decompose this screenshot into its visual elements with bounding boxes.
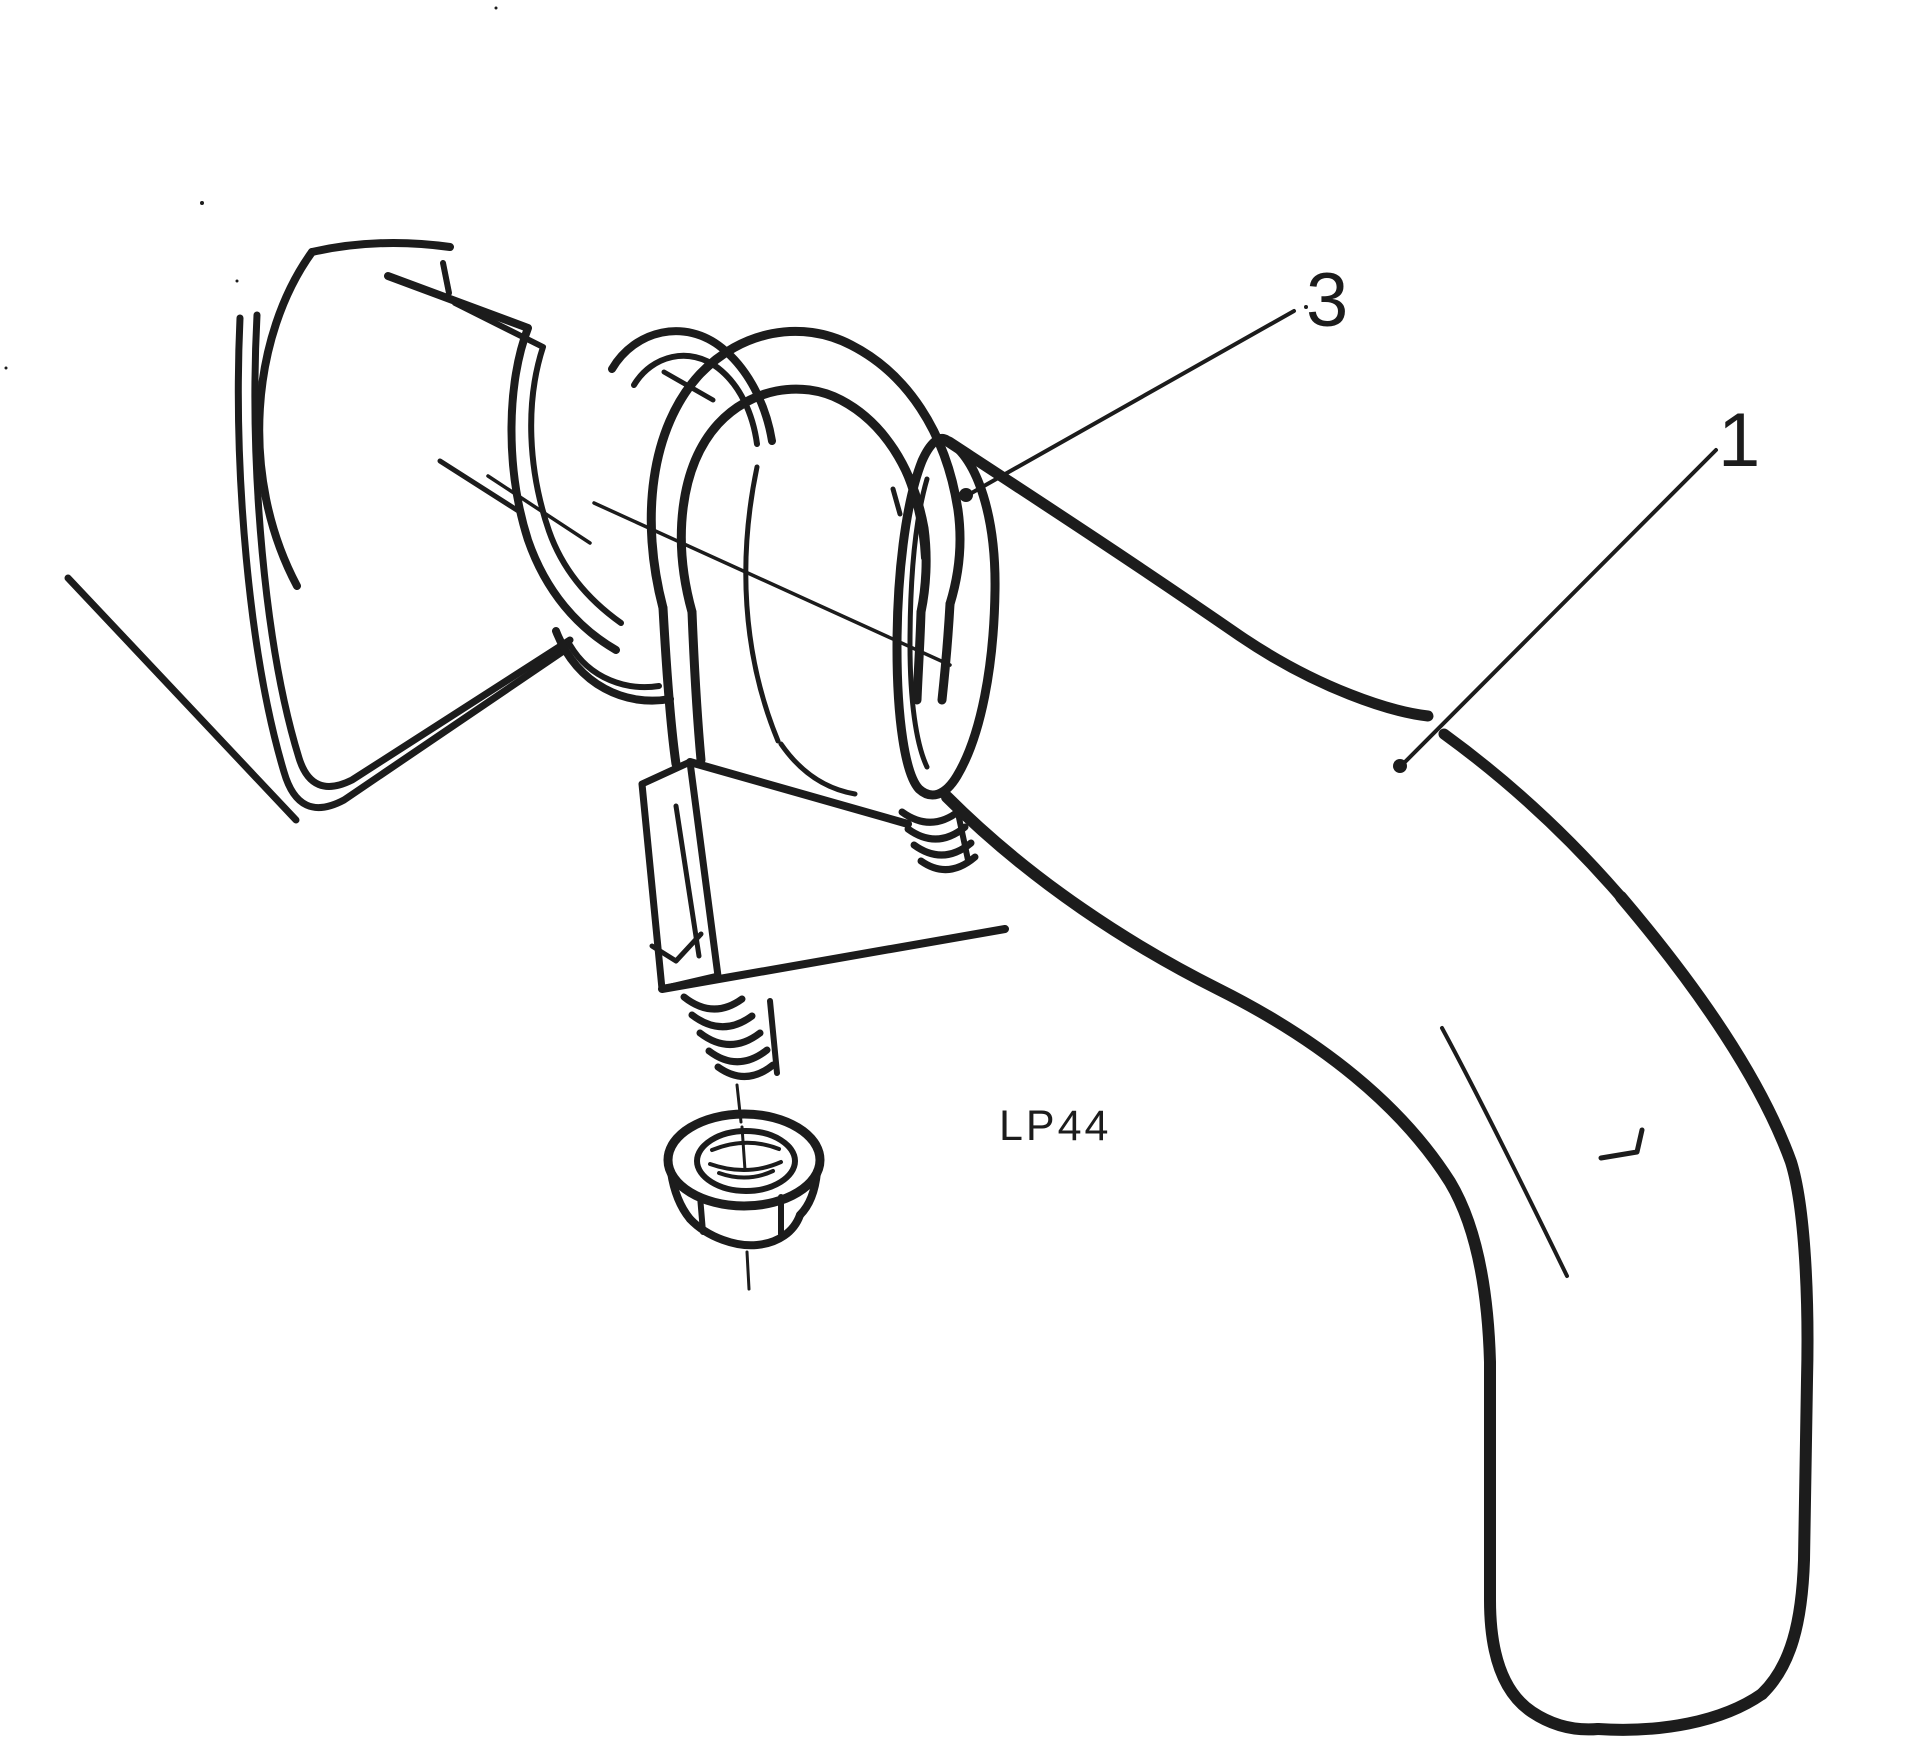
axis-line-segment [486, 474, 592, 545]
bracket-bottom-edge [658, 925, 1009, 993]
leader-dot-3 [959, 488, 973, 502]
tail-pipe-top-edge [943, 436, 1434, 722]
thread-coil [898, 807, 963, 826]
stud-edge [767, 998, 780, 1076]
tail-pipe-rim-inner-line [907, 476, 930, 770]
u-bolt-tick [890, 486, 903, 517]
scan-specks [4, 6, 1308, 370]
u-bolt-left-leg-inner [687, 607, 706, 765]
muffler-end-edge-inner [251, 311, 574, 790]
muffler-outlet-pipe [255, 239, 858, 797]
tail-pipe-front-rim [892, 434, 1000, 800]
muffler-end-edge-outer [234, 314, 566, 812]
left-threaded-stud [680, 993, 780, 1124]
tail-pipe-highlight-arc [1440, 1026, 1569, 1278]
u-bolt-right-leg-inner [912, 607, 926, 705]
tail-pipe-bottom-rim [1592, 1688, 1768, 1736]
leader-dot-1 [1393, 759, 1407, 773]
outlet-pipe-bore-line [437, 458, 523, 515]
callout-1: 1 [1393, 398, 1760, 773]
thread-coil [714, 1061, 777, 1080]
speck [4, 366, 8, 370]
outlet-pipe-top-rim [308, 239, 454, 256]
speck [494, 6, 498, 10]
right-threaded-stud [898, 807, 979, 873]
figure-code-label: LP44 [999, 1102, 1111, 1150]
nut-axis-line [745, 1250, 751, 1291]
outlet-pipe-bottom-tab-inner [567, 642, 662, 691]
bracket-top-edge [686, 758, 912, 828]
tail-pipe-top-edge [1438, 728, 1627, 903]
thread-coil [696, 1029, 764, 1048]
speck [235, 279, 239, 283]
u-bolt-left-leg-outer [658, 603, 681, 769]
outlet-pipe-slot-edge-outer [384, 272, 620, 654]
muffler-body [64, 311, 574, 824]
thread-coil [680, 993, 746, 1013]
u-bolt-right-leg-outer [937, 599, 955, 705]
nut-axis-line [740, 1125, 747, 1172]
outlet-pipe-bottom-tab-outer [552, 627, 674, 705]
u-bolt-clamp [646, 326, 965, 769]
outlet-pipe-slot-edge-inner [452, 300, 624, 626]
speck [200, 201, 204, 205]
thread-coil [904, 823, 969, 843]
tail-pipe-right-edge [1615, 891, 1814, 1700]
muffler-front-bottom-edge [64, 574, 300, 824]
nut-top-face [694, 1128, 798, 1194]
nut-flange [663, 1109, 825, 1211]
thread-coil [688, 1011, 756, 1031]
hex-nut [663, 1109, 825, 1291]
leader-line-3 [966, 309, 1296, 497]
nut-hex-bottom [686, 1211, 804, 1250]
tail-pipe-highlight-tick [1598, 1127, 1645, 1161]
outlet-pipe-bore-bottom [778, 741, 858, 797]
part-number-label-1: 1 [1718, 398, 1760, 483]
u-bolt-inner-arc [676, 384, 931, 617]
bracket-face-line [673, 803, 702, 959]
nut-thread-arc [710, 1140, 781, 1152]
outlet-pipe-bore-arc [743, 464, 781, 744]
nut-thread-arc [717, 1169, 775, 1180]
outlet-pipe-top-tab-inner [631, 352, 760, 447]
clamp-bracket [638, 758, 1009, 993]
tail-pipe-left-edge [941, 791, 1604, 1736]
bracket-face-chevron [649, 931, 704, 964]
leader-line-1 [1400, 448, 1718, 767]
outlet-pipe-top-tab-outer [608, 327, 776, 445]
callout-3: 3 [959, 258, 1348, 502]
nut-facet-line [697, 1193, 706, 1235]
u-bolt-outer-arc [646, 326, 965, 613]
tail-pipe [892, 434, 1814, 1736]
thread-coil [705, 1046, 771, 1066]
outlet-pipe-back-arc [255, 248, 316, 590]
speck [1304, 305, 1308, 309]
part-number-label-3: 3 [1306, 258, 1348, 343]
outlet-pipe-slot-corner [440, 260, 452, 296]
stud-edge [955, 810, 971, 863]
